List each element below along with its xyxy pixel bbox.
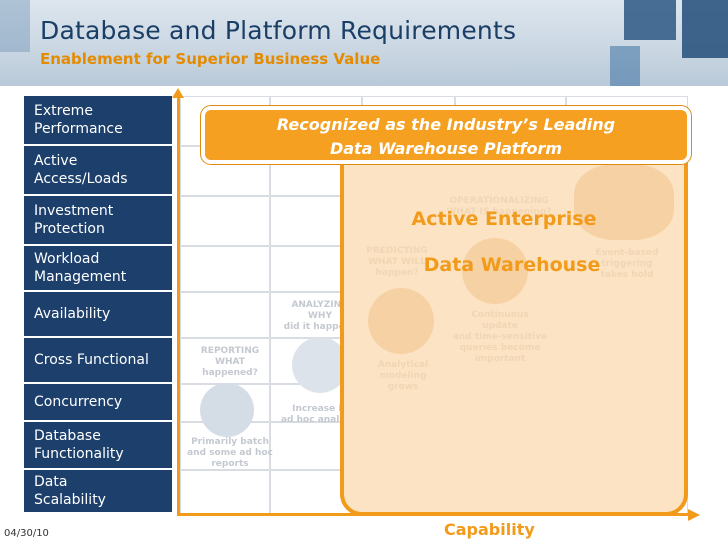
page-subtitle: Enablement for Superior Business Value xyxy=(40,50,381,68)
decorative-cube xyxy=(624,0,676,40)
x-axis-label: Capability xyxy=(444,520,535,539)
stage-activating-note: Event-based triggering takes hold xyxy=(595,248,659,280)
slide-date: 04/30/10 xyxy=(4,528,49,539)
stage-operationalizing: OPERATIONALIZING WHAT IS happening? xyxy=(446,196,552,217)
requirement-label: Cross Functional xyxy=(24,338,172,384)
callout-line1: Recognized as the Industry’s Leading xyxy=(276,115,616,134)
stage-pie xyxy=(292,337,348,393)
header-band xyxy=(0,0,728,86)
x-axis-arrow xyxy=(688,509,700,521)
industry-leader-callout: Recognized as the Industry’s Leading Dat… xyxy=(201,106,691,164)
requirement-label: Concurrency xyxy=(24,384,172,422)
grid-cell xyxy=(180,196,270,246)
stage-predicting-note: Analytical modeling grows xyxy=(377,360,429,392)
stage-analyzing: ANALYZING WHY did it happen? xyxy=(283,300,357,332)
stage-pie xyxy=(368,288,434,354)
requirement-label: Active Access/Loads xyxy=(24,146,172,196)
stage-pie xyxy=(462,238,528,304)
stage-pie xyxy=(574,164,674,240)
frame-title-line2: Data Warehouse xyxy=(423,254,601,276)
x-axis xyxy=(177,513,689,516)
grid-cell xyxy=(180,470,270,514)
requirement-label: Extreme Performance xyxy=(24,96,172,146)
decorative-cube xyxy=(682,0,728,58)
stage-reporting-note: Primarily batch and some ad hoc reports xyxy=(187,437,273,469)
decorative-cube xyxy=(610,46,640,86)
requirement-label: Database Functionality xyxy=(24,422,172,470)
stage-predicting: PREDICTING WHAT WILL happen? xyxy=(366,246,428,278)
y-axis xyxy=(177,96,180,516)
requirement-label: Workload Management xyxy=(24,246,172,292)
page-title: Database and Platform Requirements xyxy=(40,16,517,45)
grid-cell xyxy=(180,292,270,338)
requirement-label: Data Scalability xyxy=(24,470,172,514)
grid-cell xyxy=(180,246,270,292)
decorative-cube xyxy=(0,0,30,52)
stage-reporting: REPORTING WHAT happened? xyxy=(200,346,260,378)
stage-operationalizing-note: Continuous update and time-sensitive que… xyxy=(452,310,548,364)
requirement-label: Availability xyxy=(24,292,172,338)
stage-pie xyxy=(200,383,254,437)
callout-line2: Data Warehouse Platform xyxy=(329,139,563,158)
frame-title-line1: Active Enterprise xyxy=(411,208,597,230)
y-axis-arrow xyxy=(172,88,184,98)
requirement-label: Investment Protection xyxy=(24,196,172,246)
